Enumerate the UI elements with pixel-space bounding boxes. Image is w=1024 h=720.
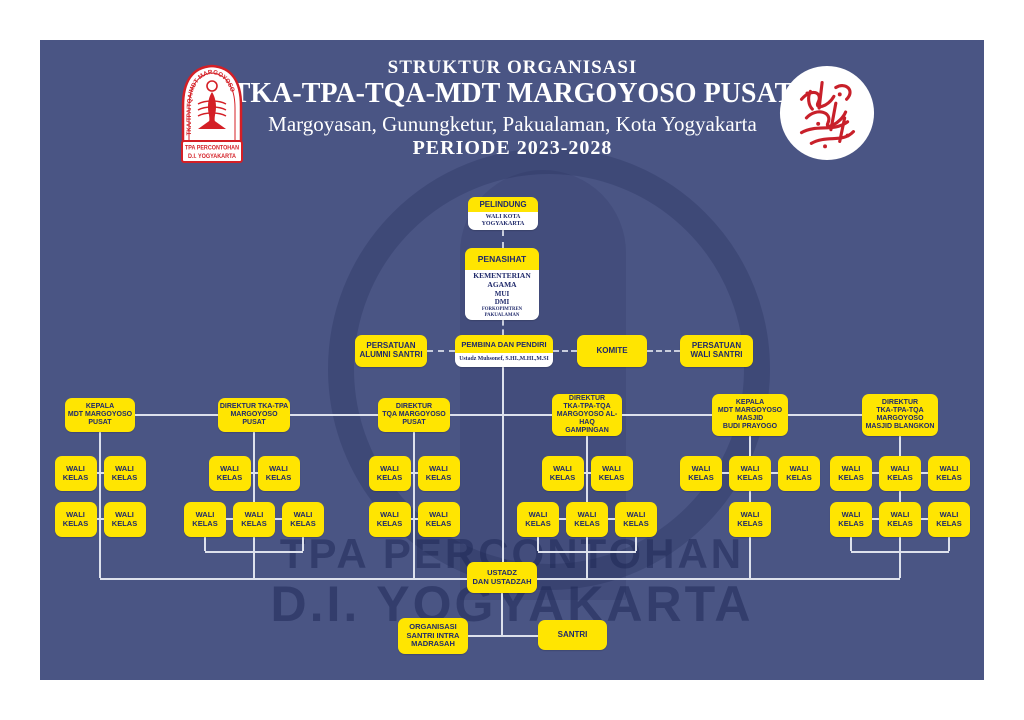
node-director-3: DIREKTUR TQA MARGOYOSO PUSAT bbox=[378, 398, 450, 432]
connector-line bbox=[850, 537, 852, 551]
wali-kelas-box: WALI KELAS bbox=[103, 502, 146, 537]
wali-kelas-box: WALI KELAS bbox=[830, 456, 872, 491]
node-title: PELINDUNG bbox=[468, 197, 538, 212]
connector-line bbox=[586, 414, 588, 578]
penasihat-line: FORKOPIMTREN PAKUALAMAN bbox=[481, 307, 523, 319]
wali-kelas-box: WALI KELAS bbox=[680, 456, 722, 491]
wali-kelas-box: WALI KELAS bbox=[729, 456, 771, 491]
node-santri: SANTRI bbox=[538, 620, 607, 650]
node-title: PENASIHAT bbox=[465, 248, 539, 270]
connector-line bbox=[302, 537, 304, 551]
wali-kelas-box: WALI KELAS bbox=[103, 456, 146, 491]
connector-line bbox=[948, 537, 950, 551]
connector-line bbox=[502, 230, 504, 248]
connector-line bbox=[205, 551, 303, 553]
connector-line bbox=[749, 414, 751, 578]
wali-kelas-box: WALI KELAS bbox=[615, 502, 657, 537]
node-director-5: KEPALA MDT MARGOYOSO MASJID BUDI PRAYOGO bbox=[712, 394, 788, 436]
wali-kelas-box: WALI KELAS bbox=[282, 502, 324, 537]
wali-kelas-box: WALI KELAS bbox=[208, 456, 251, 491]
connector-line bbox=[537, 537, 539, 551]
logo-banner-text-2: D.I. YOGYAKARTA bbox=[188, 154, 237, 160]
node-body: WALI KOTA YOGYAKARTA bbox=[468, 212, 538, 230]
connector-line bbox=[553, 350, 577, 352]
wali-kelas-box: WALI KELAS bbox=[879, 502, 921, 537]
connector-line bbox=[899, 414, 901, 578]
wali-kelas-box: WALI KELAS bbox=[417, 502, 460, 537]
address-line: Margoyasan, Gunungketur, Pakualaman, Kot… bbox=[268, 112, 757, 136]
connector-line bbox=[502, 367, 504, 562]
node-persatuan-wali-santri: PERSATUAN WALI SANTRI bbox=[680, 335, 753, 367]
node-title: PEMBINA DAN PENDIRI bbox=[455, 335, 553, 353]
wali-kelas-box: WALI KELAS bbox=[54, 502, 97, 537]
penasihat-line: KEMENTERIAN AGAMA bbox=[473, 270, 531, 290]
node-komite: KOMITE bbox=[577, 335, 647, 367]
organization-name: TKA-TPA-TQA-MDT MARGOYOSO PUSAT bbox=[231, 78, 794, 109]
connector-line bbox=[75, 518, 125, 520]
node-director-1: KEPALA MDT MARGOYOSO PUSAT bbox=[65, 398, 135, 432]
logo-banner-text-1: TPA PERCONTOHAN bbox=[185, 146, 239, 152]
node-ustadz-ustadzah: USTADZ DAN USTADZAH bbox=[467, 562, 537, 593]
connector-line bbox=[647, 350, 680, 352]
wali-kelas-box: WALI KELAS bbox=[541, 456, 584, 491]
node-director-4: DIREKTUR TKA-TPA-TQA MARGOYOSO AL-HAQ GA… bbox=[552, 394, 622, 436]
connector-line bbox=[413, 414, 415, 578]
connector-line bbox=[204, 537, 206, 551]
wali-kelas-box: WALI KELAS bbox=[54, 456, 97, 491]
periode-line: PERIODE 2023-2028 bbox=[412, 137, 613, 159]
wali-kelas-box: WALI KELAS bbox=[257, 456, 300, 491]
wali-kelas-box: WALI KELAS bbox=[590, 456, 633, 491]
wali-kelas-box: WALI KELAS bbox=[566, 502, 608, 537]
connector-line bbox=[502, 320, 504, 335]
wali-kelas-box: WALI KELAS bbox=[830, 502, 872, 537]
wali-kelas-box: WALI KELAS bbox=[729, 502, 771, 537]
connector-line bbox=[99, 414, 101, 578]
logo-head-icon bbox=[206, 80, 218, 92]
blue-panel: TPA PERCONTOHAN D.I. YOGYAKARTA STRUKTUR… bbox=[40, 40, 984, 680]
node-organisasi-santri-intra-madrasah: ORGANISASI SANTRI INTRA MADRASAH bbox=[398, 618, 468, 654]
connector-line bbox=[389, 518, 439, 520]
node-persatuan-alumni-santri: PERSATUAN ALUMNI SANTRI bbox=[355, 335, 427, 367]
node-pelindung: PELINDUNG WALI KOTA YOGYAKARTA bbox=[468, 197, 538, 230]
wali-kelas-box: WALI KELAS bbox=[368, 456, 411, 491]
connector-line bbox=[538, 551, 636, 553]
connector-line bbox=[427, 350, 455, 352]
connector-line bbox=[635, 537, 637, 551]
node-penasihat: PENASIHAT KEMENTERIAN AGAMA MUI DMI FORK… bbox=[465, 248, 539, 320]
penasihat-line: MUI bbox=[494, 289, 510, 298]
node-director-2: DIREKTUR TKA-TPA MARGOYOSO PUSAT bbox=[218, 398, 290, 432]
wali-kelas-box: WALI KELAS bbox=[928, 502, 970, 537]
wali-kelas-box: WALI KELAS bbox=[368, 502, 411, 537]
penasihat-line: DMI bbox=[494, 298, 510, 307]
connector-line bbox=[851, 551, 949, 553]
wali-kelas-box: WALI KELAS bbox=[879, 456, 921, 491]
connector-line bbox=[468, 635, 538, 637]
wali-kelas-box: WALI KELAS bbox=[233, 502, 275, 537]
connector-line bbox=[501, 593, 503, 635]
tpa-shield-logo: TKA/TPA/TQA/MDT MARGOYOSO TPA PERCONTOHA… bbox=[181, 64, 243, 163]
node-body: Ustadz Muhsonef, S.HI.,M.HI.,M.SI bbox=[455, 353, 553, 367]
connector-line bbox=[562, 472, 612, 474]
wali-kelas-box: WALI KELAS bbox=[928, 456, 970, 491]
connector-line bbox=[389, 472, 439, 474]
connector-line bbox=[253, 414, 255, 578]
arabic-calligraphy-seal bbox=[779, 65, 875, 161]
connector-line bbox=[75, 472, 125, 474]
wali-kelas-box: WALI KELAS bbox=[517, 502, 559, 537]
wali-kelas-box: WALI KELAS bbox=[778, 456, 820, 491]
connector-line bbox=[229, 472, 279, 474]
node-director-6: DIREKTUR TKA-TPA-TQA MARGOYOSO MASJID BL… bbox=[862, 394, 938, 436]
connector-line bbox=[100, 414, 900, 416]
wali-kelas-box: WALI KELAS bbox=[417, 456, 460, 491]
node-pembina-dan-pendiri: PEMBINA DAN PENDIRI Ustadz Muhsonef, S.H… bbox=[455, 335, 553, 367]
poster-title: STRUKTUR ORGANISASI bbox=[387, 57, 638, 78]
wali-kelas-box: WALI KELAS bbox=[184, 502, 226, 537]
